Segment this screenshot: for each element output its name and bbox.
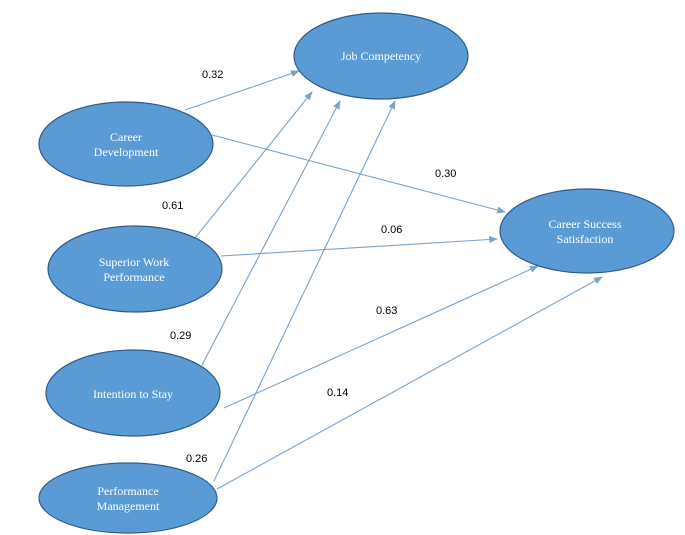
edge-label: 0.29 — [170, 330, 191, 342]
edges — [184, 70, 603, 490]
edge-label: 0.26 — [186, 453, 207, 465]
node-label: Intention to Stay — [93, 387, 173, 401]
node-label: Satisfaction — [557, 232, 614, 246]
node-intention-to-stay[interactable]: Intention to Stay — [45, 349, 221, 437]
edge-label: 0.32 — [202, 69, 223, 81]
node-label: Performance — [97, 484, 158, 498]
node-shape — [47, 225, 223, 313]
edge-intention-to-stay-to-career-success — [223, 265, 539, 409]
edge-label: 0.06 — [381, 224, 402, 236]
node-label: Career Success — [549, 217, 622, 231]
edge-label: 0.14 — [327, 387, 348, 399]
node-job-competency[interactable]: Job Competency — [293, 12, 469, 100]
node-shape — [38, 462, 218, 534]
node-label: Job Competency — [341, 49, 421, 63]
node-label: Management — [97, 499, 160, 513]
node-shape — [499, 188, 675, 274]
node-shape — [38, 101, 214, 187]
edge-label: 0.30 — [435, 168, 456, 180]
node-career-success-satisfaction[interactable]: Career Success Satisfaction — [499, 188, 675, 274]
node-career-development[interactable]: Career Development — [38, 101, 214, 187]
edge-performance-management-to-job-competency — [213, 100, 396, 482]
node-shape — [45, 349, 221, 437]
edge-performance-management-to-career-success — [216, 276, 603, 490]
node-label: Superior Work — [99, 255, 169, 269]
node-superior-work-performance[interactable]: Superior Work Performance — [47, 225, 223, 313]
edge-label: 0.61 — [162, 200, 183, 212]
edge-career-development-to-job-competency — [184, 70, 300, 111]
edge-label: 0.63 — [376, 305, 397, 317]
edge-superior-work-performance-to-career-success — [220, 235, 498, 257]
edge-labels: 0.32 0.61 0.29 0.26 0.30 0.06 0.63 0.14 — [162, 69, 456, 465]
edge-intention-to-stay-to-job-competency — [201, 100, 341, 366]
node-label: Development — [94, 145, 159, 159]
node-performance-management[interactable]: Performance Management — [38, 462, 218, 534]
node-label: Career — [110, 130, 142, 144]
node-shape — [293, 12, 469, 100]
node-label: Performance — [103, 270, 164, 284]
edge-career-development-to-career-success — [211, 134, 506, 214]
edge-superior-work-performance-to-job-competency — [194, 91, 313, 239]
